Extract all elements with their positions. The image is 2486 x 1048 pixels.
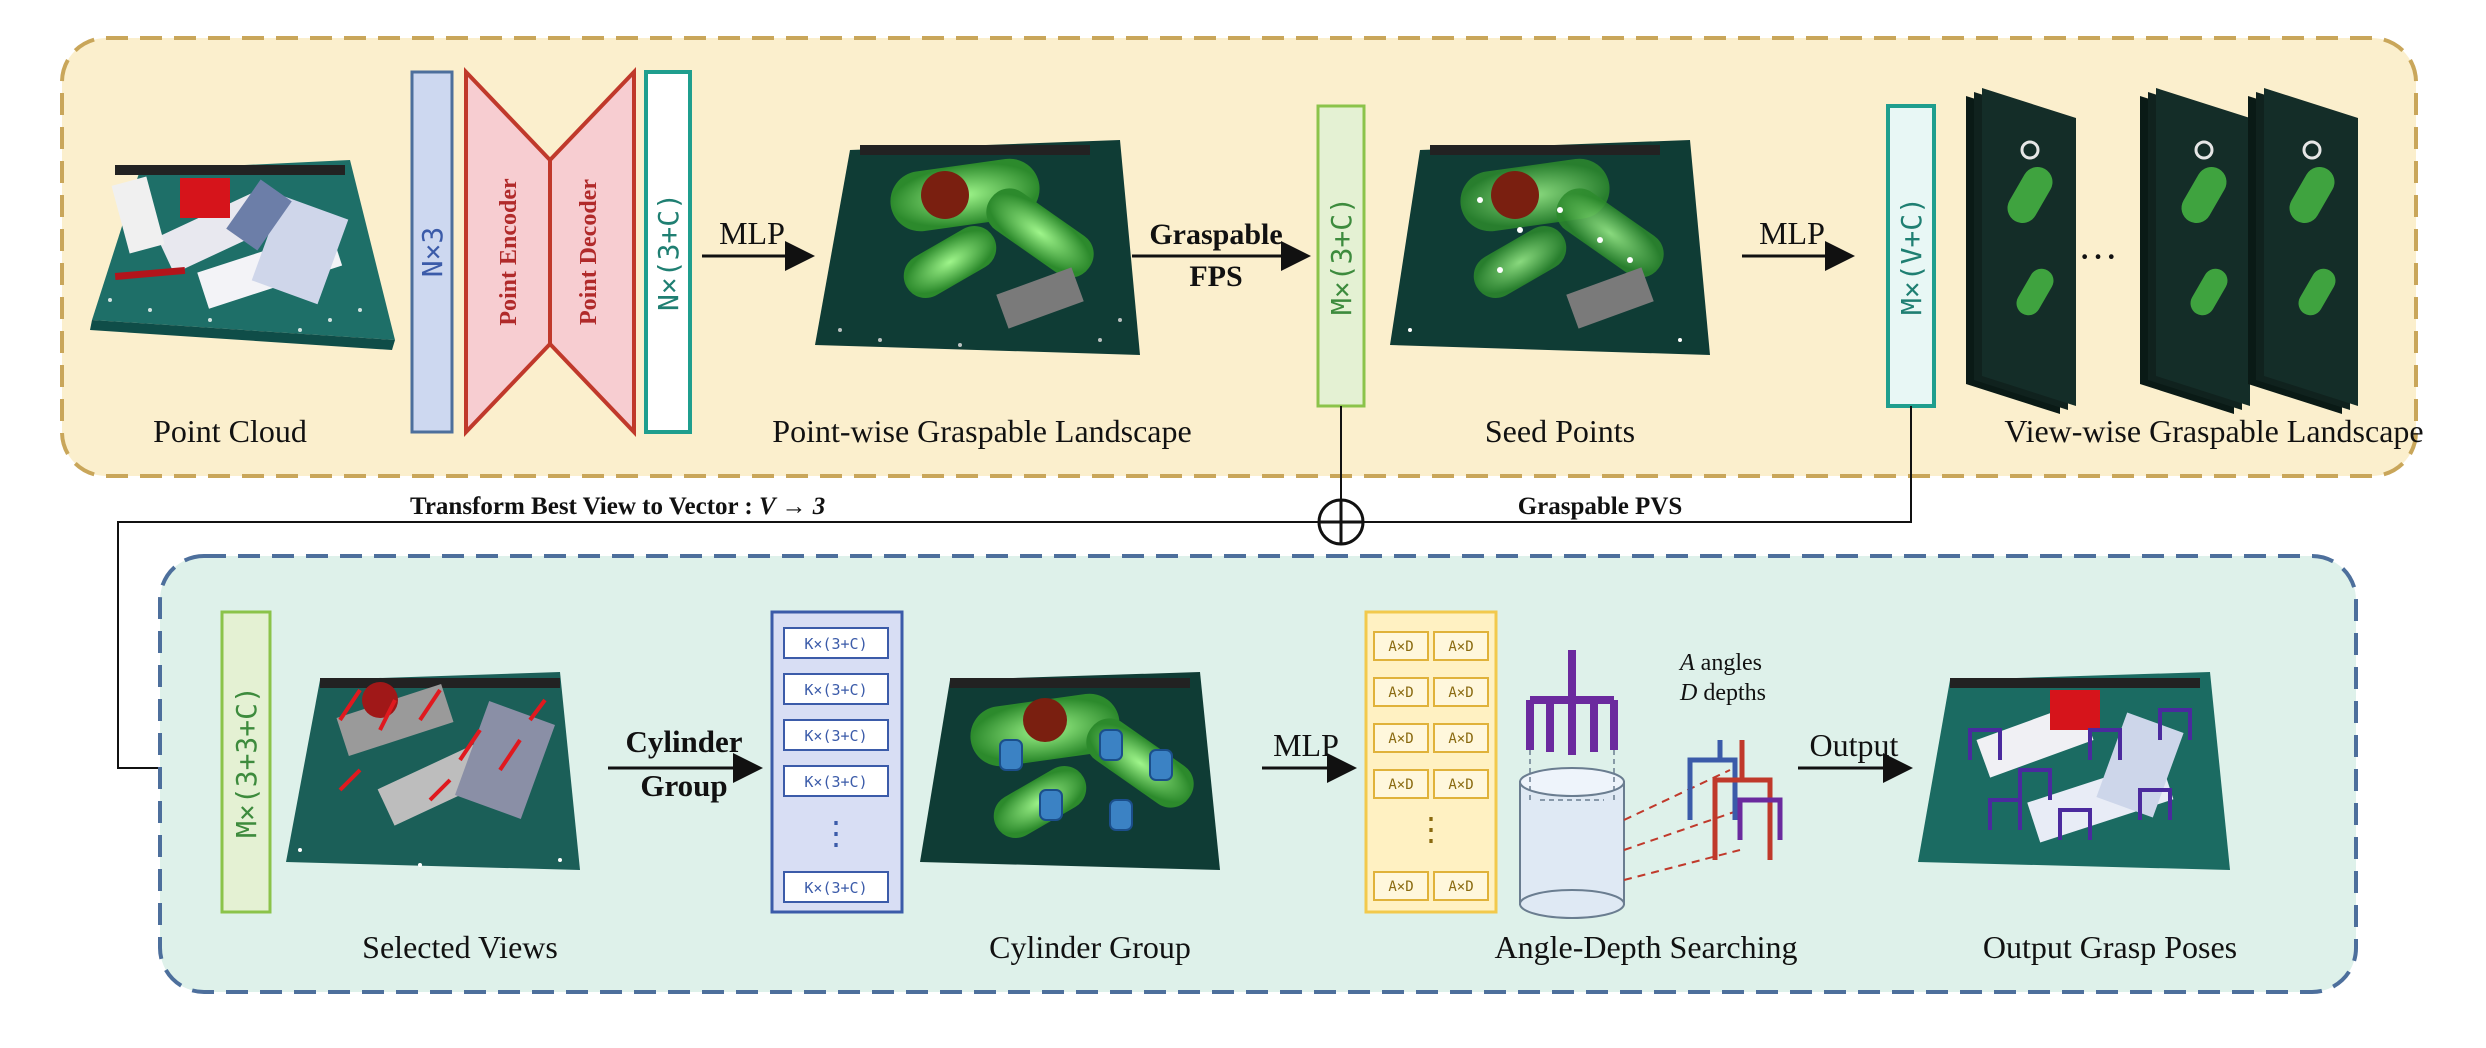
svg-text:A×D: A×D: [1388, 639, 1413, 655]
encoder-label: Point Encoder: [496, 178, 522, 326]
axd-cell-3: A×D: [1373, 677, 1429, 707]
svg-text:K×(3+C): K×(3+C): [804, 879, 867, 897]
axd-grid-dots: ⋮: [1415, 811, 1447, 847]
view-stack-1: [1966, 88, 2076, 414]
seed-points-label: Seed Points: [1485, 413, 1635, 449]
mvc-feature-label: M×(V+C): [1895, 197, 1928, 315]
view-stack-3: [2248, 88, 2358, 414]
axd-cell-6: A×D: [1433, 723, 1489, 753]
svg-text:A×D: A×D: [1388, 685, 1413, 701]
axd-cell-10: A×D: [1433, 871, 1489, 901]
axd-cell-9: A×D: [1373, 871, 1429, 901]
svg-text:A×D: A×D: [1448, 685, 1473, 701]
selected-views-label: Selected Views: [362, 929, 558, 965]
output-arrow-label: Output: [1810, 727, 1899, 763]
svg-text:K×(3+C): K×(3+C): [804, 635, 867, 653]
transform-label: Transform Best View to Vector : V → 3: [410, 493, 825, 520]
cylinder-group-image: [920, 672, 1220, 870]
n3-feature-label: N×3: [416, 227, 449, 278]
svg-text:A×D: A×D: [1388, 731, 1413, 747]
m3c-feature-label: M×(3+C): [1325, 197, 1358, 315]
pvs-connector: [1363, 406, 1912, 523]
mlp-label-3: MLP: [1273, 727, 1339, 763]
seed-points-image: [1390, 140, 1710, 355]
svg-text:K×(3+C): K×(3+C): [804, 773, 867, 791]
n3-feature-bar: [410, 70, 454, 434]
svg-text:A×D: A×D: [1448, 879, 1473, 895]
svg-text:A×D: A×D: [1448, 639, 1473, 655]
k3c-cell-2: K×(3+C): [783, 673, 889, 705]
graspable-landscape-image: [815, 140, 1140, 355]
n3c-feature-bar: [644, 70, 692, 434]
angle-depth-search-graphic: [1519, 650, 1741, 919]
output-grasp-poses-image: [1918, 672, 2230, 870]
k3c-cell-1: K×(3+C): [783, 627, 889, 659]
svg-text:A×D: A×D: [1448, 777, 1473, 793]
n3c-feature-label: N×(3+C): [652, 193, 685, 311]
k3c-cell-3: K×(3+C): [783, 719, 889, 751]
axd-cell-8: A×D: [1433, 769, 1489, 799]
point-cloud-label: Point Cloud: [153, 413, 307, 449]
landscape-label: Point-wise Graspable Landscape: [772, 413, 1191, 449]
k3c-cell-4: K×(3+C): [783, 765, 889, 797]
point-cloud-image: [90, 160, 395, 350]
svg-text:A×D: A×D: [1448, 731, 1473, 747]
k3c-cell-5: K×(3+C): [783, 871, 889, 903]
svg-text:K×(3+C): K×(3+C): [804, 727, 867, 745]
k3c-stack-panel: [770, 610, 904, 914]
angle-depth-grippers: [1687, 740, 1783, 860]
svg-text:A×D: A×D: [1388, 879, 1413, 895]
bottom-panel: [158, 554, 2358, 994]
svg-text:A×D: A×D: [1388, 777, 1413, 793]
pvs-label: Graspable PVS: [1518, 493, 1683, 520]
axd-cell-7: A×D: [1373, 769, 1429, 799]
decoder-label: Point Decoder: [576, 179, 602, 325]
view-landscape-label: View-wise Graspable Landscape: [2004, 413, 2423, 449]
cylinder-group-arrow-line1: Cylinder: [625, 724, 742, 759]
selected-views-image: [286, 672, 580, 870]
m33c-feature-bar: [220, 610, 272, 914]
decoder-trapezoid: [548, 67, 636, 437]
cylinder-group-label: Cylinder Group: [989, 929, 1191, 965]
output-grasp-poses-label: Output Grasp Poses: [1983, 929, 2237, 965]
svg-text:K×(3+C): K×(3+C): [804, 681, 867, 699]
fps-label-line1: Graspable: [1149, 218, 1282, 251]
axd-cell-5: A×D: [1373, 723, 1429, 753]
axd-cell-4: A×D: [1433, 677, 1489, 707]
axd-cell-2: A×D: [1433, 631, 1489, 661]
view-wise-landscape-stack: [1966, 88, 2358, 414]
depths-annotation: D depths: [1679, 680, 1766, 706]
fps-label-line2: FPS: [1189, 260, 1242, 293]
cylinder-group-arrow-line2: Group: [640, 768, 727, 803]
k3c-stack-dots: ⋮: [820, 815, 852, 851]
m33c-feature-label: M×(3+3+C): [230, 686, 263, 838]
axd-grid-panel: [1364, 610, 1498, 914]
mlp-label-2: MLP: [1759, 215, 1825, 251]
mlp-label-1: MLP: [719, 215, 785, 251]
angle-depth-label: Angle-Depth Searching: [1494, 929, 1797, 965]
view-stack-dots: ···: [2078, 234, 2118, 279]
view-stack-2: [2140, 88, 2250, 414]
angles-annotation: A angles: [1678, 650, 1762, 676]
axd-cell-1: A×D: [1373, 631, 1429, 661]
